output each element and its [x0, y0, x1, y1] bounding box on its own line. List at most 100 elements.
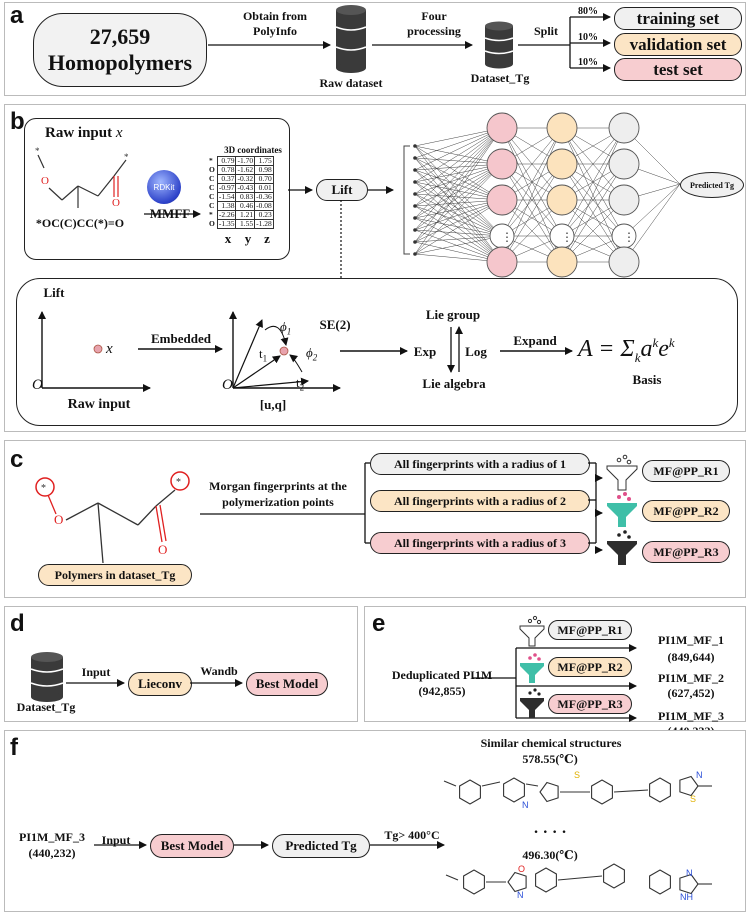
- origin-label-2: O: [222, 377, 233, 393]
- svg-text:⋮: ⋮: [623, 230, 635, 244]
- svg-text:O: O: [112, 197, 120, 209]
- svg-text:⋮: ⋮: [561, 230, 573, 244]
- homopolymers-text: Homopolymers: [47, 50, 193, 75]
- panel-a-graphics: [208, 5, 611, 73]
- coords-cell-e: O: [209, 165, 215, 174]
- uq-label: [u,q]: [259, 397, 287, 412]
- pi1m-mf-3-source-count: (440,232): [28, 846, 76, 860]
- svg-text:N: N: [696, 770, 703, 780]
- lift-title: Lift: [43, 285, 65, 300]
- predicted-tg-box-f: Predicted Tg: [272, 834, 370, 858]
- dedup-label-1: Deduplicated PI1M: [391, 668, 493, 682]
- dataset-tg-label-d: Dataset_Tg: [16, 700, 76, 714]
- dedup-label-2: (942,855): [418, 684, 466, 698]
- hidden-node: [608, 112, 640, 144]
- database-icon-d: [30, 652, 64, 702]
- hidden-node: [546, 184, 578, 216]
- molecule-structure-1: [443, 775, 712, 805]
- coords-cell-e: *: [209, 156, 213, 165]
- best-model-box-d: Best Model: [246, 672, 328, 696]
- panel-de-graphics: [30, 615, 637, 722]
- input-label-f: Input: [101, 833, 131, 847]
- raw-input-title: Raw input x: [45, 125, 123, 141]
- input-node: [413, 204, 417, 208]
- axis-label-y: y: [244, 231, 252, 246]
- best-model-box-f: Best Model: [150, 834, 234, 858]
- log-label: Log: [465, 344, 487, 359]
- pi1m-mf-2-count: (627,452): [667, 686, 715, 700]
- filter-icon-r1: [606, 454, 638, 491]
- homopolymers-count: 27,659: [89, 24, 151, 49]
- hidden-node: [486, 246, 518, 278]
- filter-icon-e1: [519, 615, 545, 647]
- coords-cell-e: C: [209, 183, 215, 192]
- lift-box: Lift: [316, 179, 368, 201]
- svg-text:NH: NH: [680, 892, 693, 902]
- input-node: [413, 240, 417, 244]
- panel-f-label: f: [10, 734, 18, 761]
- pi1m-mf-1-name: PI1M_MF_1: [658, 633, 724, 647]
- filter-icon-r2: [607, 492, 637, 527]
- svg-text:O: O: [41, 175, 49, 187]
- fp-radius-2-box: All fingerprints with a radius of 2: [370, 490, 590, 512]
- dataset-tg-label: Dataset_Tg: [470, 71, 530, 85]
- similar-structures-label: Similar chemical structures: [480, 736, 622, 750]
- raw-input-axis-label: Raw input: [67, 397, 131, 412]
- morgan-label-2: polymerization points: [222, 495, 334, 509]
- panel-c-label: c: [10, 446, 24, 473]
- panel-a-label: a: [10, 2, 24, 29]
- tg-value-2: 496.30(℃): [522, 848, 578, 862]
- obtain-label-2: PolyInfo: [252, 24, 297, 38]
- panel-f: [4, 730, 746, 912]
- panel-e-label: e: [372, 610, 386, 637]
- threshold-label: Tg> 400°C: [384, 828, 440, 842]
- embedded-label: Embedded: [151, 331, 211, 346]
- panel-c-graphics: O O * *: [35, 454, 638, 565]
- coords-cell-e: O: [209, 219, 215, 228]
- hidden-node: [486, 148, 518, 180]
- test-set-box: test set: [614, 58, 742, 81]
- svg-text:N: N: [522, 800, 529, 810]
- obtain-label-1: Obtain from: [242, 9, 308, 23]
- hidden-node: [608, 184, 640, 216]
- morgan-label-1: Morgan fingerprints at the: [209, 479, 347, 493]
- filter-mf-r2: MF@PP_R2: [548, 657, 632, 677]
- panel-b-label: b: [10, 108, 25, 135]
- lie-group-label: Lie group: [425, 307, 481, 322]
- se2-label: SE(2): [319, 317, 351, 332]
- raw-input-box: [24, 118, 290, 260]
- split-label: Split: [533, 24, 558, 38]
- axis-label-z: z: [264, 231, 270, 246]
- database-icon-dataset-tg: [484, 21, 514, 69]
- expand-label: Expand: [513, 333, 557, 348]
- hidden-node: [486, 184, 518, 216]
- t1-label: t1: [259, 346, 268, 364]
- input-node: [413, 192, 417, 196]
- wandb-label: Wandb: [200, 664, 238, 678]
- validation-set-box: validation set: [614, 33, 742, 56]
- svg-text:*: *: [35, 146, 40, 156]
- input-node: [413, 252, 417, 256]
- input-node: [413, 156, 417, 160]
- svg-text:*: *: [176, 477, 181, 488]
- phi1-label: ϕ1: [280, 319, 292, 337]
- split-pct-2: 10%: [578, 32, 598, 43]
- input-node: [413, 144, 417, 148]
- predicted-tg-node: Predicted Tg: [680, 172, 744, 198]
- svg-text:⋮: ⋮: [501, 230, 513, 244]
- exp-label: Exp: [413, 344, 437, 359]
- svg-text:*: *: [41, 483, 46, 494]
- filter-mf-r1: MF@PP_R1: [548, 620, 632, 640]
- svg-text:S: S: [690, 794, 696, 804]
- homopolymers-box: 27,659 Homopolymers: [33, 13, 207, 87]
- svg-text:O: O: [54, 512, 63, 527]
- lift-box-large: [16, 278, 738, 426]
- coords-cell-z: -1.28: [254, 219, 274, 229]
- database-icon-raw: [335, 5, 367, 73]
- coords-cell-e: C: [209, 201, 215, 210]
- training-set-box: training set: [614, 7, 742, 30]
- svg-text:O: O: [158, 542, 167, 557]
